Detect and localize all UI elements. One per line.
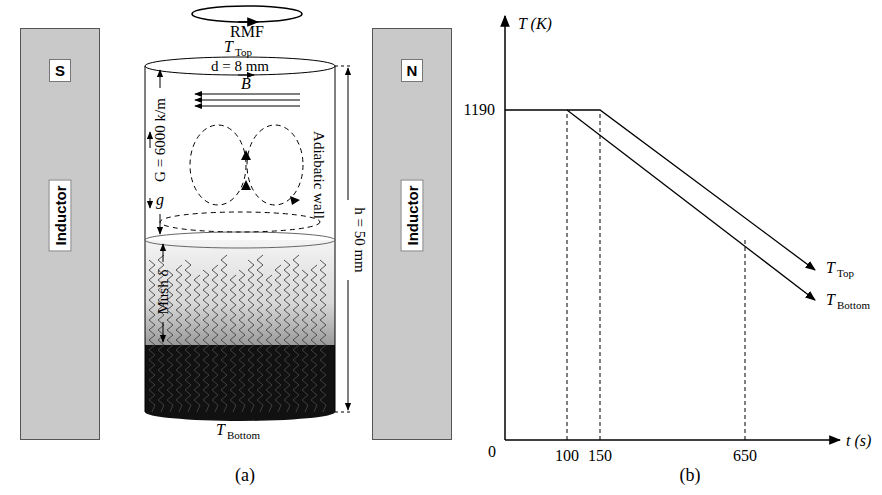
dim-ext [335,412,352,413]
guide-line [600,112,601,440]
dendrite [293,255,299,412]
figure-label: G = 6000 k/m [153,98,168,182]
dendrite [320,260,326,412]
dendrite [176,265,182,412]
flow-head [241,150,300,205]
dendrites [149,255,326,412]
figure-label: Adiabatic wall [311,131,326,219]
figure-label: h = 50 mm [352,207,367,273]
figure-label: 1190 [464,102,495,118]
dendrite [185,260,191,412]
figure-label: (a) [235,466,255,484]
figure-label: T (K) [518,16,552,32]
figure-label: T [826,260,835,276]
figure-label: B [241,76,251,92]
figure-label: d = 8 mm [211,59,269,74]
pole-letter: N [401,59,424,82]
dendrite [194,275,200,412]
b-line [195,100,300,101]
figure-label: (b) [680,466,701,484]
interface [145,232,335,248]
vector-mark [150,198,151,208]
dendrite [230,275,236,412]
pole-letter: S [49,59,71,82]
figure-label: T [216,422,225,438]
dim-ext [335,66,352,67]
inductor-label: Inductor [401,179,424,251]
mush-arrow [163,322,164,342]
dendrite [275,265,281,412]
guide-line [567,112,568,440]
flow-loop [247,125,303,205]
x-axis [505,439,840,441]
dendrite [221,255,227,412]
dendrite [239,270,245,412]
figure-label: Top [235,47,252,58]
rmf-arrow [238,21,258,23]
guide-line [745,240,746,440]
magnet-pole: N Inductor [372,28,452,440]
dim-line [348,68,349,200]
magnet-pole: S Inductor [20,28,100,440]
figure-label: T [826,292,835,308]
dim-line [348,280,349,410]
dendrite [311,265,317,412]
inductor-label: Inductor [49,179,72,251]
b-line [195,106,300,107]
figure-label: RMF [230,24,264,40]
flow-loop [160,212,320,232]
figure-label: Bottom [227,430,260,441]
figure-label: 0 [488,444,496,460]
dendrite [302,270,308,412]
dendrite [248,260,254,412]
b-line [195,94,300,95]
figure-label: g [156,192,164,208]
dendrite [266,275,272,412]
cylinder-top [145,57,335,75]
figure-label: Top [837,268,854,279]
dendrite [203,270,209,412]
figure-label: T [224,39,233,55]
gradient-arrow [160,70,161,88]
dendrite [149,260,155,412]
figure-label: t (s) [846,433,871,449]
rmf-loop [192,6,302,22]
figure-label: Bottom [837,300,870,311]
t-bottom-line [567,110,815,300]
figure-label: Mush δ [156,270,171,315]
figure-label: 100 [555,448,579,464]
t-top-line [505,110,815,270]
dendrite [257,255,263,412]
mush-arrow [163,244,164,262]
vector-mark [150,132,151,148]
flow-loop [190,125,246,205]
gravity-arrow [160,214,161,234]
figure-label: 650 [733,448,757,464]
dendrite [212,265,218,412]
y-axis [504,16,506,440]
figure-label: 150 [588,448,612,464]
dendrite [284,260,290,412]
